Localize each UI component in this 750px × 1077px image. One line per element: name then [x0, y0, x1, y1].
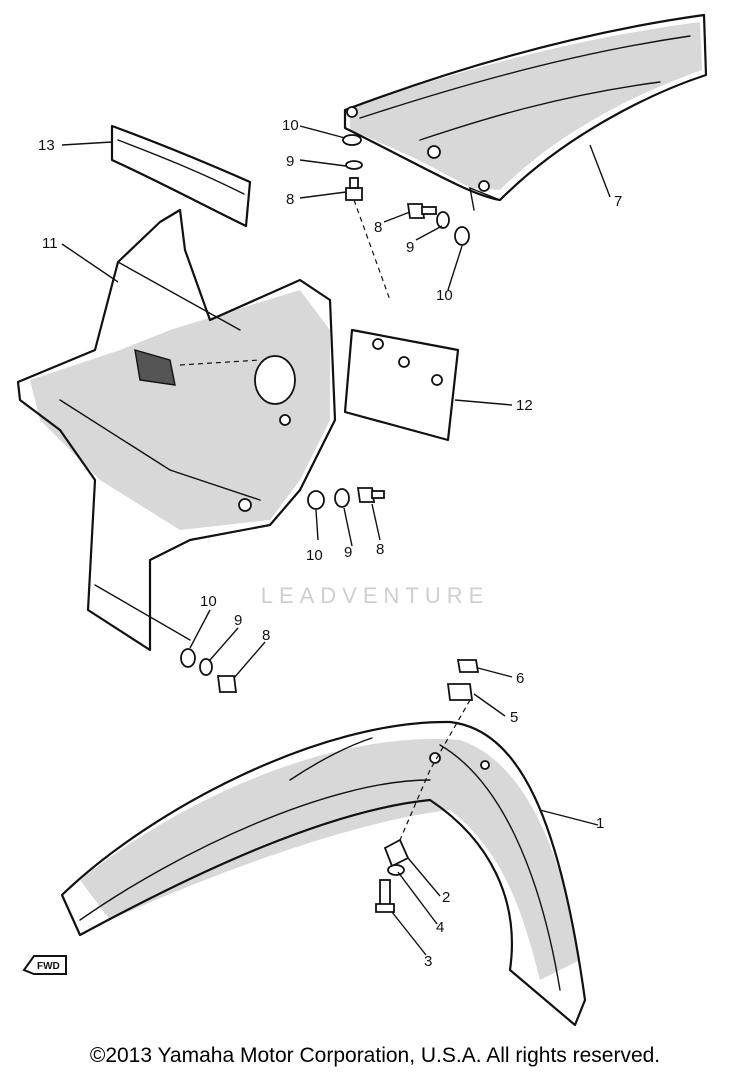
callout-10: 10 [306, 547, 323, 564]
callout-12: 12 [516, 397, 533, 414]
callout-8: 8 [374, 219, 382, 236]
callout-8: 8 [262, 627, 270, 644]
hardware [180, 134, 480, 913]
watermark: LEADVENTURE [260, 583, 490, 608]
rear-fender [343, 13, 708, 211]
callout-2: 2 [442, 889, 450, 906]
bracket-strap [110, 124, 252, 228]
callout-4: 4 [436, 919, 444, 936]
callout-10: 10 [282, 117, 299, 134]
number-plate [343, 328, 460, 442]
callout-6: 6 [516, 670, 524, 687]
callout-10: 10 [200, 593, 217, 610]
callout-9: 9 [234, 612, 242, 629]
callout-9: 9 [344, 544, 352, 561]
leader-lines [61, 125, 611, 956]
copyright-notice: ©2013 Yamaha Motor Corporation, U.S.A. A… [89, 1044, 661, 1067]
callout-9: 9 [286, 153, 294, 170]
forward-arrow-icon: FWD [22, 955, 67, 975]
callout-5: 5 [510, 709, 518, 726]
callout-3: 3 [424, 953, 432, 970]
callout-8: 8 [286, 191, 294, 208]
callout-7: 7 [614, 193, 622, 210]
callouts: 1 2 3 4 5 6 7 8 8 8 8 9 9 9 9 10 10 10 1… [38, 117, 622, 970]
fwd-label: FWD [37, 961, 60, 972]
callout-10: 10 [436, 287, 453, 304]
callout-8: 8 [376, 541, 384, 558]
callout-9: 9 [406, 239, 414, 256]
front-fender [60, 720, 587, 1027]
side-cover [16, 208, 337, 652]
callout-11: 11 [42, 235, 58, 252]
callout-13: 13 [38, 137, 55, 154]
callout-1: 1 [596, 815, 604, 832]
